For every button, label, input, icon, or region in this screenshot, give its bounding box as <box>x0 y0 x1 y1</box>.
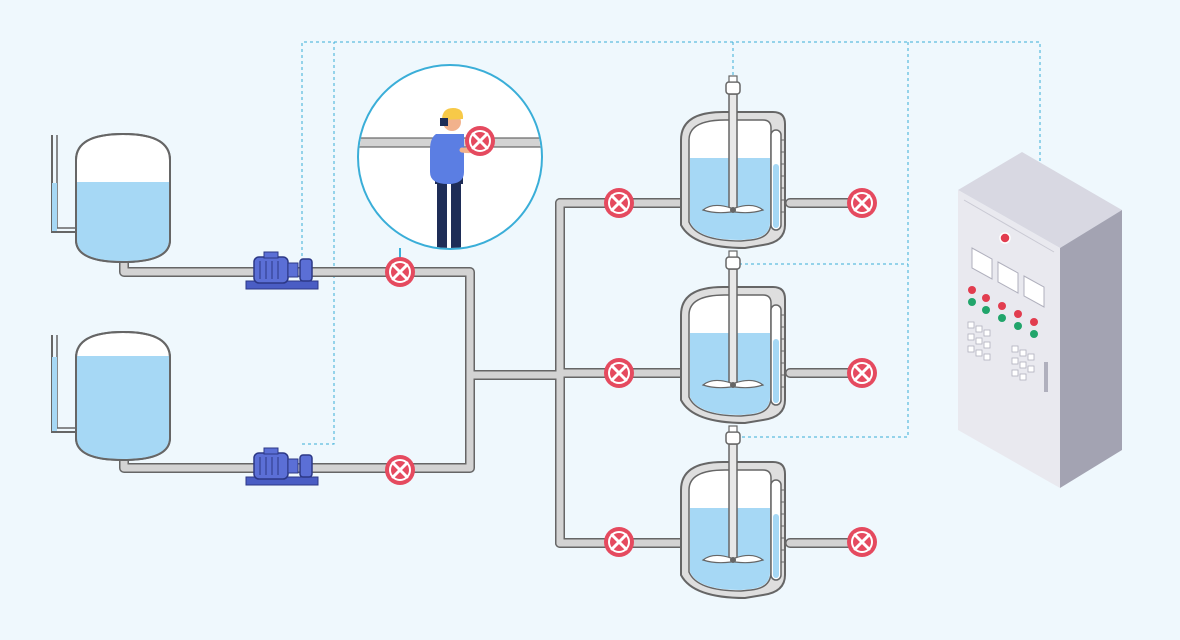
signal-lines <box>301 41 1041 445</box>
valve-icon <box>845 525 879 559</box>
mixing-reactor-icon <box>680 425 786 599</box>
valve-icon <box>845 356 879 390</box>
signal-line-pump-2 <box>302 42 335 445</box>
valve-icon <box>602 356 636 390</box>
signal-line-riser <box>733 42 909 438</box>
operator-callout <box>357 64 543 258</box>
operator-icon <box>430 108 481 248</box>
valve-icon <box>463 124 497 158</box>
valve-icon <box>383 453 417 487</box>
valve-icon <box>602 525 636 559</box>
valve-icon <box>845 186 879 220</box>
mixing-reactor-icon <box>680 75 786 249</box>
pump-icon <box>245 251 319 290</box>
storage-tank-icon <box>51 132 171 264</box>
piping <box>119 198 867 548</box>
pump-icon <box>245 447 319 486</box>
mixing-reactor-icon <box>680 250 786 424</box>
valve-icon <box>602 186 636 220</box>
valve-icon <box>383 255 417 289</box>
control-cabinet-icon <box>958 152 1122 488</box>
storage-tank-icon <box>51 330 171 462</box>
indicator-lights <box>968 286 1038 338</box>
signal-line-main <box>301 41 1041 268</box>
